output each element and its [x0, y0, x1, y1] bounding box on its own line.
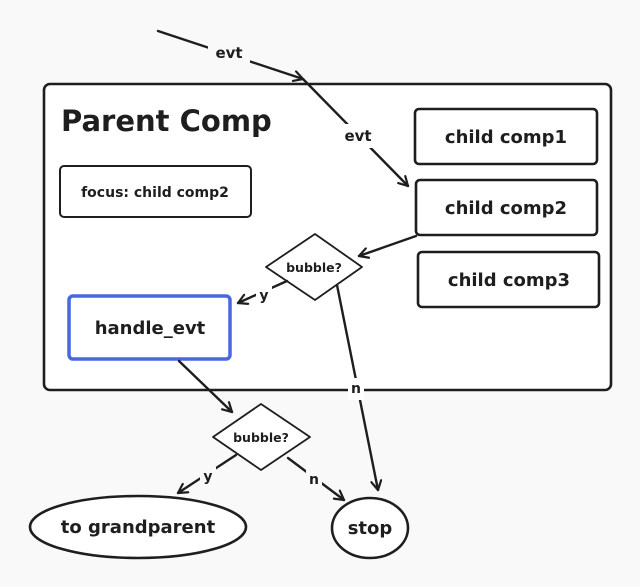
bubble-decision-outer-label: bubble? — [233, 430, 289, 445]
to-grandparent-oval — [28, 494, 248, 560]
edge-label-outer-no: n — [309, 472, 319, 488]
bubble-decision-inner-label: bubble? — [286, 260, 342, 275]
stop-label: stop — [348, 518, 393, 539]
child-comp3-label: child comp3 — [448, 270, 570, 291]
edge-label-inner-yes: y — [259, 288, 268, 304]
stop-oval — [330, 496, 410, 560]
edge-label-evt-outer: evt — [215, 44, 242, 62]
edge-label-evt-inner: evt — [344, 127, 371, 145]
child-comp2-label: child comp2 — [445, 198, 567, 219]
edge-label-inner-no: n — [351, 381, 361, 397]
handle-evt-label: handle_evt — [95, 318, 206, 339]
child-comp1-label: child comp1 — [445, 127, 567, 148]
to-grandparent-label: to grandparent — [61, 517, 216, 538]
edge-label-outer-yes: y — [203, 469, 212, 485]
arrow-handler-to-outer-decision — [177, 359, 234, 414]
parent-comp-title: Parent Comp — [61, 104, 272, 138]
child-comp2-box — [414, 178, 599, 237]
child-comp1-box — [413, 107, 599, 166]
focus-box — [59, 165, 252, 218]
arrow-child2-to-inner-decision — [357, 234, 418, 256]
bubble-decision-outer — [212, 403, 311, 471]
handle-evt-box — [67, 294, 232, 361]
focus-label: focus: child comp2 — [81, 185, 229, 201]
bubble-decision-inner — [265, 233, 363, 301]
child-comp3-box — [416, 250, 601, 309]
